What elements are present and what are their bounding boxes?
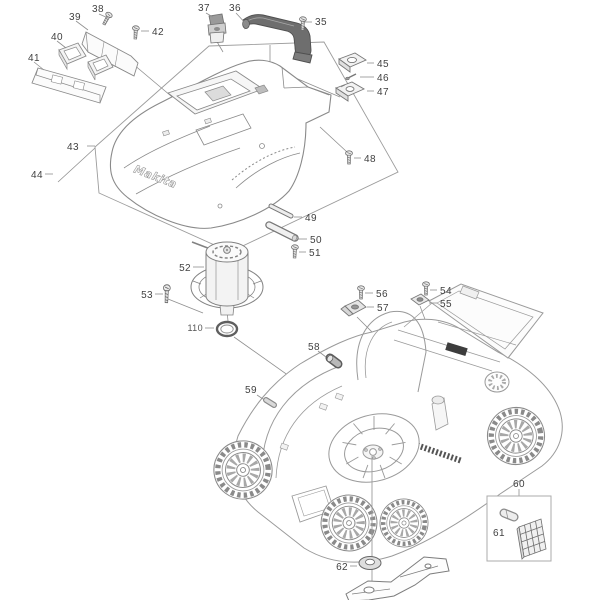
part-label-41: 41 [28, 53, 40, 64]
part-110-sleeve-ring [215, 320, 239, 338]
grid-plate [516, 518, 547, 560]
part-40-terminal-block [58, 42, 87, 71]
part-label-42: 42 [152, 27, 164, 38]
part-41-holder-base [31, 67, 107, 104]
part-label-39: 39 [69, 12, 81, 23]
part-47-terminal-cap [335, 81, 365, 102]
part-43-deck-cover: Makita [109, 59, 332, 229]
impeller-fan [328, 413, 420, 483]
part-number-labels: 35 36 37 38 39 40 41 42 43 44 45 46 47 4… [28, 3, 525, 573]
part-58-cap [325, 353, 343, 369]
part-59-pin [263, 397, 277, 408]
terminal-block-2 [87, 54, 114, 81]
part-54-screw [422, 281, 430, 296]
part-label-47: 47 [377, 87, 389, 98]
part-label-51: 51 [309, 248, 321, 259]
callout-boundary [94, 41, 399, 253]
part-51-screw [290, 244, 299, 259]
part-39-holder-rail [81, 31, 139, 77]
part-label-59: 59 [245, 385, 257, 396]
part-label-56: 56 [376, 289, 388, 300]
part-label-45: 45 [377, 59, 389, 70]
part-label-46: 46 [377, 73, 389, 84]
part-label-40: 40 [51, 32, 63, 43]
part-label-53: 53 [141, 290, 153, 301]
part-label-49: 49 [305, 213, 317, 224]
part-label-38: 38 [92, 4, 104, 15]
part-61-plug [499, 508, 519, 522]
part-label-55: 55 [440, 299, 452, 310]
part-37-lock-lever [207, 13, 227, 44]
part-label-58: 58 [308, 342, 320, 353]
part-55-clamp [410, 293, 430, 306]
part-46-pin-screw [345, 73, 357, 81]
part-57-clamp [340, 299, 367, 317]
part-label-35: 35 [315, 17, 327, 28]
part-62-washer [358, 556, 382, 570]
mower-blade [345, 556, 450, 600]
part-53-screw [162, 284, 171, 304]
part-label-52: 52 [179, 263, 191, 274]
battery-cover-flap [403, 283, 544, 359]
part-label-43: 43 [67, 142, 79, 153]
part-49-pin [268, 203, 294, 219]
part-50-shaft [265, 221, 299, 242]
part-label-44: 44 [31, 170, 43, 181]
part-48-screw [345, 150, 353, 165]
part-60-accessory-box [486, 495, 552, 562]
part-label-62: 62 [336, 562, 348, 573]
part-label-50: 50 [310, 235, 322, 246]
part-56-screw [357, 285, 365, 300]
part-label-37: 37 [198, 3, 210, 14]
part-label-54: 54 [440, 286, 452, 297]
part-52-motor [190, 241, 264, 316]
part-label-57: 57 [377, 303, 389, 314]
part-42-screw [131, 25, 140, 40]
part-label-60: 60 [513, 479, 525, 490]
part-45-battery-cover [338, 52, 367, 73]
part-label-36: 36 [229, 3, 241, 14]
part-label-61: 61 [493, 528, 505, 539]
part-label-110: 110 [187, 323, 203, 333]
part-label-48: 48 [364, 154, 376, 165]
label-dashes [33, 12, 437, 567]
